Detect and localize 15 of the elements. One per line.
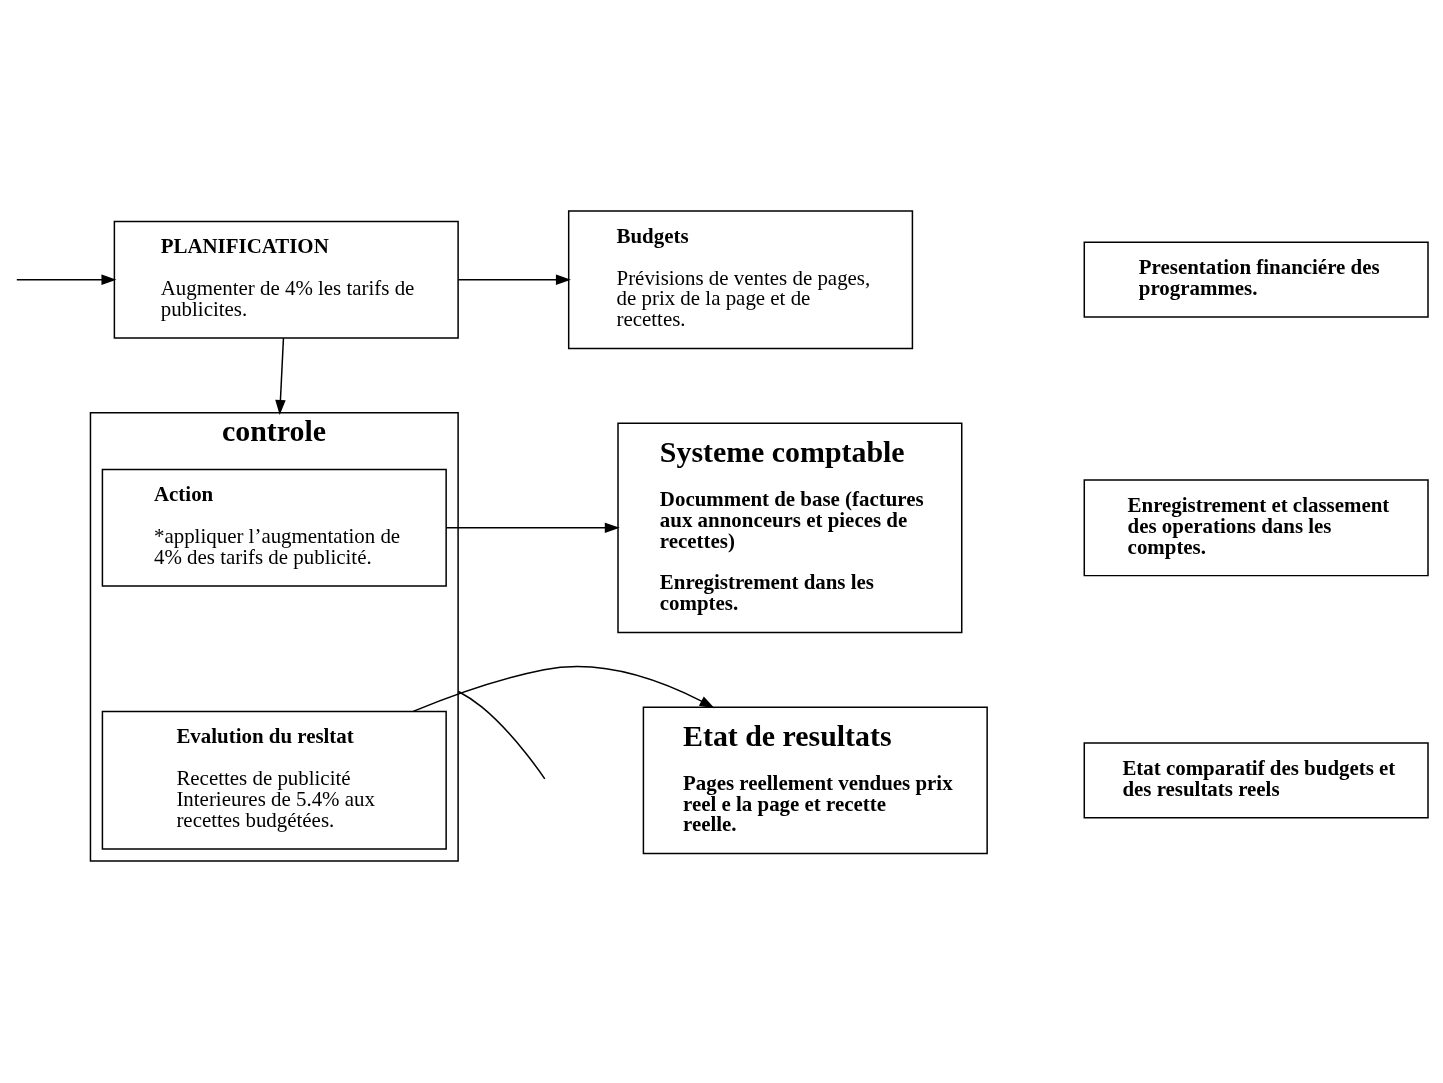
node-box: Budgets Prévisions de ventes de pages, de prix de la page et de recettes. [567, 209, 914, 349]
node-box: Action *appliquer l’augmentation de 4% des tarifs de publicité. [101, 468, 447, 587]
node-box: Etat de resultats Pages reellement vendues prix reel e la page et recette reelle. [642, 705, 988, 854]
arrow [275, 336, 286, 415]
node-box: Systeme comptable Documment de base (factures aux annonceurs et pieces de recettes) Enregistrement dans les comptes. [617, 421, 963, 633]
node-box: Enregistrement et classement des operations dans les comptes. [1083, 478, 1429, 576]
node-box: Etat comparatif des budgets et des resultats reels [1083, 741, 1429, 818]
arrow [457, 274, 571, 285]
node-box: PLANIFICATION Augmenter de 4% les tarifs de publicites. [113, 220, 459, 339]
connector [457, 690, 546, 780]
node-box: Evalution du resltat Recettes de publicité Interieures de 5.4% aux recettes budgétées. [101, 710, 447, 850]
arrow [412, 665, 715, 712]
arrow [445, 522, 620, 533]
node-box: Presentation financiére des programmes. [1083, 241, 1429, 318]
arrow [16, 274, 117, 285]
